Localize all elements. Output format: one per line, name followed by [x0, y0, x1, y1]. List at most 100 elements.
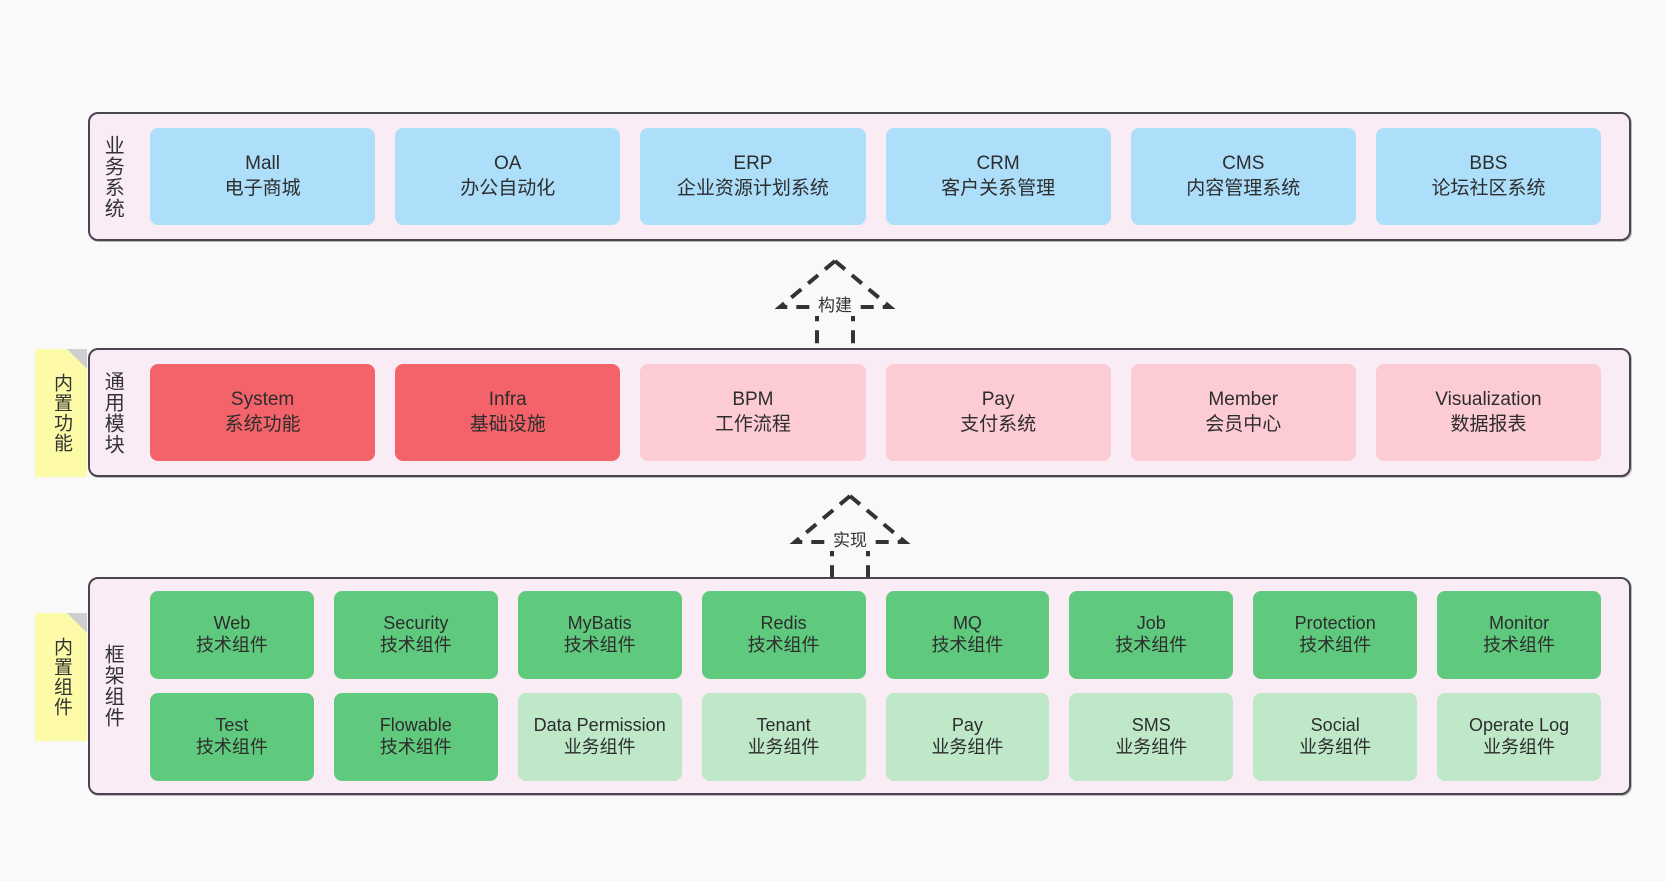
box-oa[interactable]: OA 办公自动化 [395, 128, 621, 225]
framework-row-tech: Web 技术组件 Security 技术组件 MyBatis 技术组件 Redi… [140, 591, 1611, 686]
box-operate-log[interactable]: Operate Log 业务组件 [1437, 693, 1601, 781]
box-data-permission-en: Data Permission [533, 715, 666, 736]
box-web-en: Web [213, 613, 251, 634]
connector-build: 构建 [760, 255, 910, 351]
box-mall-cn: 电子商城 [224, 177, 301, 199]
box-bpm[interactable]: BPM 工作流程 [640, 364, 866, 461]
box-oa-en: OA [494, 153, 522, 175]
box-job[interactable]: Job 技术组件 [1069, 591, 1234, 679]
box-security-en: Security [383, 613, 449, 634]
box-system-cn: 系统功能 [224, 413, 301, 435]
note-built-in-features-label: 内置功能 [51, 373, 73, 453]
layer-common-module: 通用模块 System 系统功能 Infra 基础设施 BPM 工作流程 Pay… [88, 348, 1631, 477]
box-visualization-cn: 数据报表 [1450, 413, 1527, 435]
box-visualization-en: Visualization [1435, 389, 1542, 411]
layer-body-business-system: Mall 电子商城 OA 办公自动化 ERP 企业资源计划系统 CRM 客户关系… [134, 114, 1629, 239]
box-job-en: Job [1136, 613, 1166, 634]
box-bpm-en: BPM [732, 389, 774, 411]
box-social-en: Social [1310, 715, 1360, 736]
box-erp-cn: 企业资源计划系统 [676, 177, 829, 199]
box-monitor-cn: 技术组件 [1483, 635, 1556, 655]
box-redis-cn: 技术组件 [747, 635, 820, 655]
box-bbs-en: BBS [1469, 153, 1508, 175]
box-mq[interactable]: MQ 技术组件 [885, 591, 1050, 679]
box-data-permission[interactable]: Data Permission 业务组件 [517, 693, 682, 781]
layer-body-framework-component: Web 技术组件 Security 技术组件 MyBatis 技术组件 Redi… [134, 579, 1629, 793]
box-flowable-cn: 技术组件 [379, 737, 452, 757]
box-test-en: Test [215, 715, 249, 736]
box-tenant-en: Tenant [756, 715, 811, 736]
box-erp-en: ERP [733, 153, 773, 175]
box-mall-en: Mall [245, 153, 280, 175]
box-web-cn: 技术组件 [195, 635, 268, 655]
box-flowable[interactable]: Flowable 技术组件 [333, 693, 498, 781]
box-pay-component-cn: 业务组件 [931, 737, 1004, 757]
box-pay-module[interactable]: Pay 支付系统 [885, 364, 1111, 461]
box-member[interactable]: Member 会员中心 [1130, 364, 1356, 461]
box-redis[interactable]: Redis 技术组件 [701, 591, 866, 679]
note-built-in-components-label: 内置组件 [51, 637, 73, 717]
box-member-cn: 会员中心 [1205, 413, 1282, 435]
connector-implement-label: 实现 [830, 526, 870, 551]
box-bbs-cn: 论坛社区系统 [1431, 177, 1546, 199]
box-protection-en: Protection [1294, 613, 1376, 634]
box-crm[interactable]: CRM 客户关系管理 [885, 128, 1111, 225]
box-mybatis-en: MyBatis [567, 613, 632, 634]
box-cms-en: CMS [1222, 153, 1265, 175]
box-job-cn: 技术组件 [1115, 635, 1188, 655]
box-mq-cn: 技术组件 [931, 635, 1004, 655]
box-member-en: Member [1208, 389, 1279, 411]
box-mybatis-cn: 技术组件 [563, 635, 636, 655]
box-flowable-en: Flowable [379, 715, 452, 736]
box-mq-en: MQ [952, 613, 982, 634]
box-monitor-en: Monitor [1489, 613, 1550, 634]
box-web[interactable]: Web 技术组件 [150, 591, 314, 679]
connector-implement: 实现 [775, 490, 925, 586]
box-oa-cn: 办公自动化 [460, 177, 556, 199]
box-security[interactable]: Security 技术组件 [333, 591, 498, 679]
layer-title-business-system: 业务系统 [101, 134, 124, 219]
box-security-cn: 技术组件 [379, 635, 452, 655]
box-crm-cn: 客户关系管理 [941, 177, 1056, 199]
box-cms-cn: 内容管理系统 [1186, 177, 1301, 199]
box-infra-en: Infra [488, 389, 527, 411]
box-infra[interactable]: Infra 基础设施 [395, 364, 621, 461]
connector-build-label: 构建 [815, 291, 855, 316]
box-operate-log-en: Operate Log [1469, 715, 1570, 736]
box-protection[interactable]: Protection 技术组件 [1253, 591, 1418, 679]
box-visualization[interactable]: Visualization 数据报表 [1375, 364, 1602, 461]
box-test-cn: 技术组件 [195, 737, 268, 757]
box-pay-component[interactable]: Pay 业务组件 [885, 693, 1050, 781]
box-pay-module-cn: 支付系统 [960, 413, 1037, 435]
box-crm-en: CRM [976, 153, 1020, 175]
note-built-in-features: 内置功能 [35, 349, 87, 477]
box-protection-cn: 技术组件 [1299, 635, 1372, 655]
box-system-en: System [230, 389, 295, 411]
box-mybatis[interactable]: MyBatis 技术组件 [517, 591, 682, 679]
box-test[interactable]: Test 技术组件 [150, 693, 314, 781]
box-redis-en: Redis [760, 613, 807, 634]
box-bbs[interactable]: BBS 论坛社区系统 [1375, 128, 1602, 225]
box-cms[interactable]: CMS 内容管理系统 [1130, 128, 1356, 225]
box-social[interactable]: Social 业务组件 [1253, 693, 1418, 781]
box-operate-log-cn: 业务组件 [1483, 737, 1556, 757]
layer-business-system: 业务系统 Mall 电子商城 OA 办公自动化 ERP 企业资源计划系统 CRM… [88, 112, 1631, 241]
box-pay-component-en: Pay [951, 715, 983, 736]
note-built-in-components: 内置组件 [35, 613, 87, 741]
box-sms-en: SMS [1131, 715, 1171, 736]
layer-title-framework-component: 框架组件 [101, 644, 124, 728]
box-data-permission-cn: 业务组件 [563, 737, 636, 757]
box-tenant-cn: 业务组件 [747, 737, 820, 757]
box-sms[interactable]: SMS 业务组件 [1069, 693, 1234, 781]
box-bpm-cn: 工作流程 [714, 413, 791, 435]
box-mall[interactable]: Mall 电子商城 [150, 128, 376, 225]
box-infra-cn: 基础设施 [469, 413, 546, 435]
box-erp[interactable]: ERP 企业资源计划系统 [640, 128, 866, 225]
box-system[interactable]: System 系统功能 [150, 364, 376, 461]
box-pay-module-en: Pay [981, 389, 1015, 411]
framework-row-biz: Test 技术组件 Flowable 技术组件 Data Permission … [140, 686, 1611, 781]
box-tenant[interactable]: Tenant 业务组件 [701, 693, 866, 781]
box-monitor[interactable]: Monitor 技术组件 [1437, 591, 1601, 679]
layer-body-common-module: System 系统功能 Infra 基础设施 BPM 工作流程 Pay 支付系统… [134, 350, 1629, 475]
